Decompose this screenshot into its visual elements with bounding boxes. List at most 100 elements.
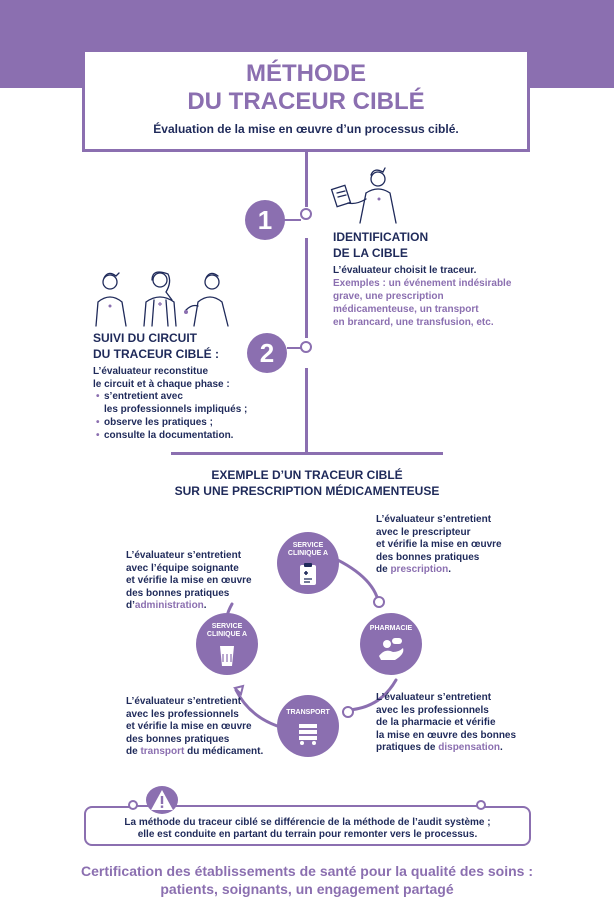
dispensation-line-3: de la pharmacie et vérifie xyxy=(376,717,496,728)
administration-line-4: des bonnes pratiques xyxy=(126,587,230,599)
node-service-left-line-1: SERVICE xyxy=(211,623,243,630)
prescription-line-5: de prescription. xyxy=(376,564,502,577)
list-item: consulte la documentation. xyxy=(96,429,247,442)
step-1-heading-line-2: DE LA CIBLE xyxy=(333,246,408,260)
step-2-number: 2 xyxy=(247,333,287,373)
administration-cup-icon xyxy=(220,646,234,666)
dispensation-period: . xyxy=(499,742,503,753)
step-1-examples-line-1: Exemples : un événement indésirable xyxy=(333,278,512,289)
step-1-heading-line-1: IDENTIFICATION xyxy=(333,230,429,244)
timeline-line-middle xyxy=(305,238,308,338)
title-line-2: DU TRACEUR CIBLÉ xyxy=(187,88,425,115)
node-transport: TRANSPORT xyxy=(277,695,339,757)
bullet-1-line-2: les professionnels impliqués ; xyxy=(104,404,248,415)
transport-cart-icon xyxy=(299,724,317,745)
prescription-prefix: de xyxy=(376,564,391,575)
transport-suffix: du médicament. xyxy=(184,746,264,757)
step-1-examples-line-4: en brancard, une transfusion, etc. xyxy=(333,317,494,328)
dispensation-keyword: dispensation xyxy=(438,742,500,753)
footer-line-1: Certification des établissements de sant… xyxy=(80,863,533,879)
note-top-line xyxy=(134,805,480,807)
evaluator-illustration-icon xyxy=(330,165,405,225)
node-service-top-label: SERVICE CLINIQUE A xyxy=(277,532,339,558)
step-2-intro: L’évaluateur reconstitue le circuit et à… xyxy=(93,365,230,391)
prescription-keyword: prescription xyxy=(390,564,449,575)
dispensation-prefix: pratiques de xyxy=(376,742,439,753)
dispensation-description: L’évaluateur s’entretient avec les profe… xyxy=(376,692,516,755)
step-1-description: L’évaluateur choisit le traceur. Exemple… xyxy=(333,264,533,329)
footer-line-2: patients, soignants, un engagement parta… xyxy=(160,881,454,897)
transport-line-5: de transport du médicament. xyxy=(126,746,263,759)
timeline-line-upper xyxy=(305,152,308,207)
administration-description: L’évaluateur s’entretient avec l’équipe … xyxy=(126,550,252,613)
title-line-1: MÉTHODE xyxy=(246,60,366,87)
warning-icon xyxy=(146,786,178,814)
page-title: MÉTHODE DU TRACEUR CIBLÉ xyxy=(82,60,530,116)
step2-connector xyxy=(287,347,301,349)
transport-line-2: avec les professionnels xyxy=(126,708,239,720)
prescription-line-3: et vérifie la mise en œuvre xyxy=(376,539,502,550)
page-subtitle: Évaluation de la mise en œuvre d’un proc… xyxy=(153,122,459,136)
prescription-description: L’évaluateur s’entretient avec le prescr… xyxy=(376,514,502,577)
step-1-examples-line-2: grave, une prescription xyxy=(333,291,444,302)
step-1-examples-line-3: médicamenteuse, un transport xyxy=(333,304,479,315)
footer-tagline: Certification des établissements de sant… xyxy=(0,862,614,898)
administration-line-3: et vérifie la mise en œuvre xyxy=(126,575,252,586)
node-service-clinique-top: SERVICE CLINIQUE A xyxy=(277,532,339,594)
timeline-line-lower xyxy=(305,368,308,454)
team-illustration-icon xyxy=(90,266,238,330)
step-1-number: 1 xyxy=(245,200,285,240)
node-transport-label: TRANSPORT xyxy=(286,709,330,716)
administration-prefix: d’ xyxy=(126,600,135,611)
example-title-line-2: SUR UNE PRESCRIPTION MÉDICAMENTEUSE xyxy=(174,484,440,498)
node-service-left-line-2: CLINIQUE A xyxy=(206,631,248,638)
note-dot-left xyxy=(128,800,138,810)
list-item: s’entretient avec les professionnels imp… xyxy=(96,390,247,416)
administration-keyword: administration xyxy=(134,600,204,611)
administration-line-1: L’évaluateur s’entretient xyxy=(126,550,242,561)
note-text: La méthode du traceur ciblé se différenc… xyxy=(84,817,531,841)
dispensation-line-1: L’évaluateur s’entretient xyxy=(376,692,492,703)
timeline-dot-2 xyxy=(300,341,312,353)
transport-prefix: de xyxy=(126,746,141,757)
bullet-1-line-1: s’entretient avec xyxy=(104,391,183,402)
note-dot-right xyxy=(476,800,486,810)
transport-line-4: des bonnes pratiques xyxy=(126,733,230,745)
transport-keyword: transport xyxy=(140,746,185,757)
transport-line-3: et vérifie la mise en œuvre xyxy=(126,721,252,732)
prescription-line-1: L’évaluateur s’entretient xyxy=(376,514,492,525)
timeline-dot-1 xyxy=(300,208,312,220)
node-service-top-line-1: SERVICE xyxy=(292,542,324,549)
prescription-clipboard-icon xyxy=(300,563,316,585)
node-service-top-line-2: CLINIQUE A xyxy=(287,550,329,557)
step-2-heading-line-2: DU TRACEUR CIBLÉ : xyxy=(93,347,219,361)
node-service-left-label: SERVICE CLINIQUE A xyxy=(196,613,258,639)
timeline-base xyxy=(171,452,443,455)
node-pharmacie: PHARMACIE xyxy=(360,613,422,675)
administration-line-2: avec l’équipe soignante xyxy=(126,562,239,574)
node-service-clinique-left: SERVICE CLINIQUE A xyxy=(196,613,258,675)
step-2-intro-line-2: le circuit et à chaque phase : xyxy=(93,379,230,390)
step-1-heading: IDENTIFICATION DE LA CIBLE xyxy=(333,229,428,261)
administration-period: . xyxy=(203,600,207,611)
step1-connector xyxy=(283,219,301,221)
step-1-text: L’évaluateur choisit le traceur. xyxy=(333,265,477,276)
prescription-period: . xyxy=(448,564,452,575)
pharmacy-pills-icon xyxy=(379,638,404,660)
title-box xyxy=(82,52,530,152)
prescription-line-2: avec le prescripteur xyxy=(376,526,471,538)
dispensation-line-2: avec les professionnels xyxy=(376,704,489,716)
dispensation-line-4: la mise en œuvre des bonnes xyxy=(376,729,517,741)
transport-line-1: L’évaluateur s’entretient xyxy=(126,696,242,707)
list-item: observe les pratiques ; xyxy=(96,416,247,429)
prescription-line-4: des bonnes pratiques xyxy=(376,551,480,563)
note-line-1: La méthode du traceur ciblé se différenc… xyxy=(124,817,491,828)
note-line-2: elle est conduite en partant du terrain … xyxy=(137,829,478,840)
administration-line-5: d’administration. xyxy=(126,600,252,613)
example-title: EXEMPLE D’UN TRACEUR CIBLÉ SUR UNE PRESC… xyxy=(0,467,614,499)
node-pharmacie-label: PHARMACIE xyxy=(369,625,413,632)
step-2-intro-line-1: L’évaluateur reconstitue xyxy=(93,366,209,377)
transport-description: L’évaluateur s’entretient avec les profe… xyxy=(126,696,263,759)
step-2-heading-line-1: SUIVI DU CIRCUIT xyxy=(93,331,198,345)
dispensation-line-5: pratiques de dispensation. xyxy=(376,742,516,755)
